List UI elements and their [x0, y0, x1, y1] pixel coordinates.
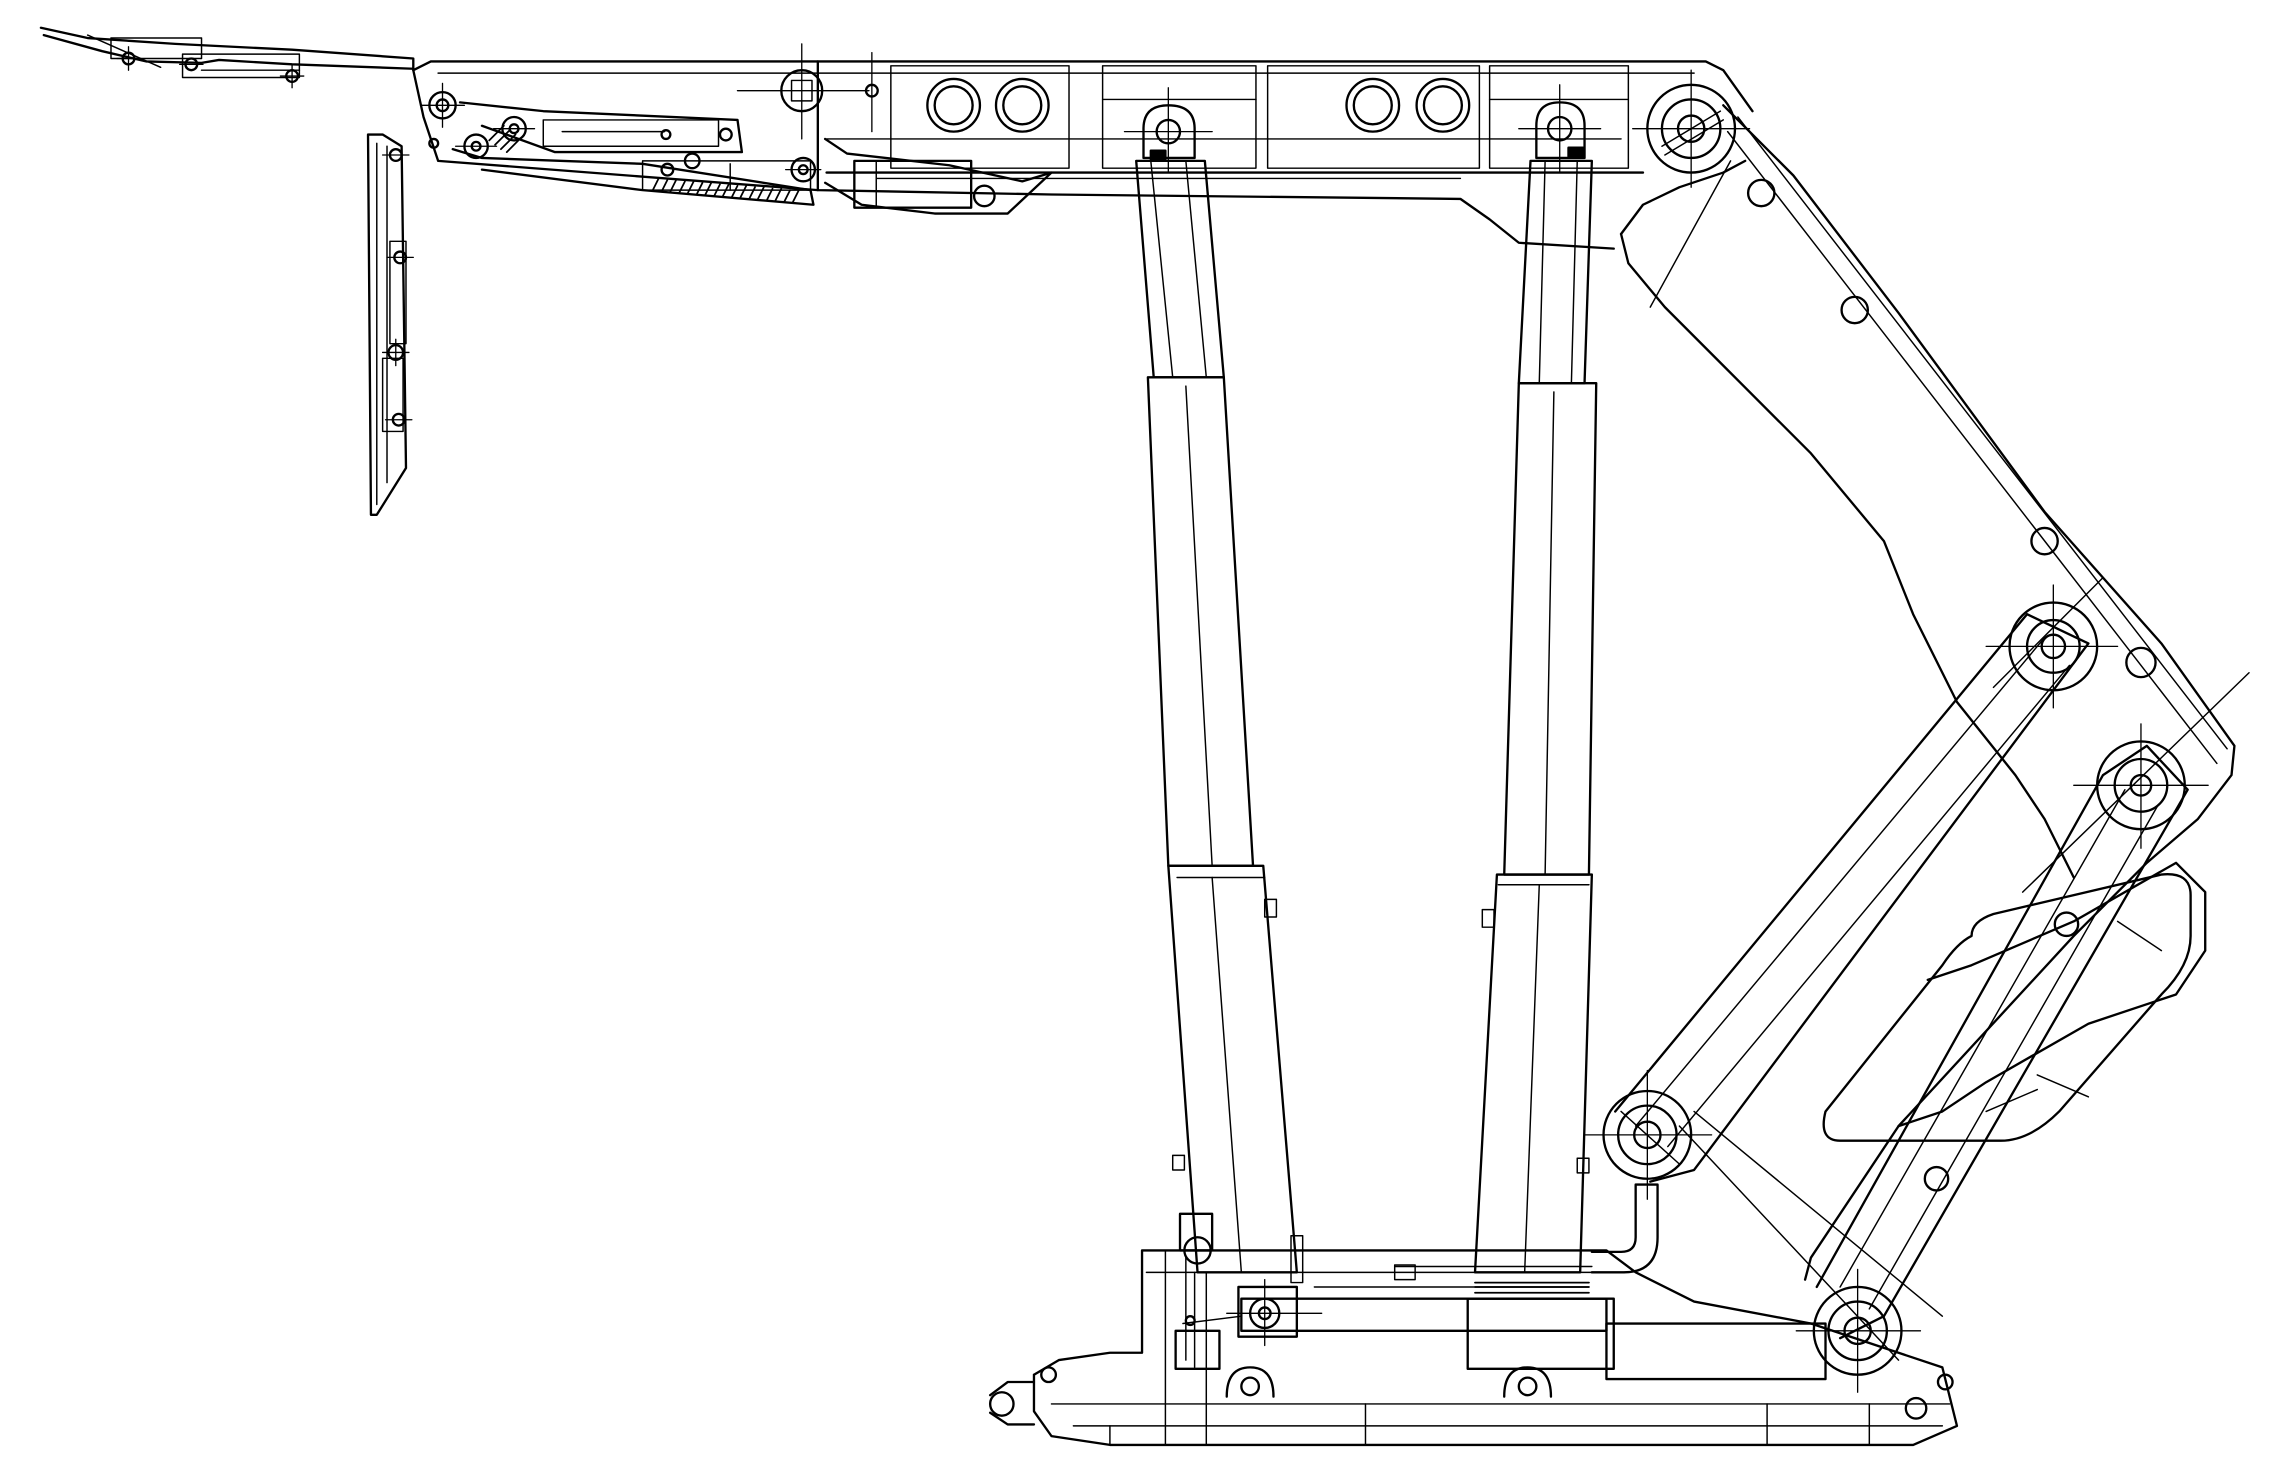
rear-link — [1815, 671, 2250, 1340]
canopy-front-pin — [736, 43, 879, 140]
front-leg-top-socket — [1123, 87, 1213, 174]
front-link — [1614, 576, 2119, 1183]
flipper-jack-hatching — [488, 124, 800, 203]
face-guard-pins — [381, 148, 414, 427]
base-outline — [1032, 1249, 1959, 1447]
flipper-hinge-pins — [116, 46, 305, 89]
base-leg-sockets — [1225, 1366, 1553, 1398]
link-base-pin-rear — [1678, 1110, 1944, 1393]
front-valve-block — [1174, 1212, 1243, 1371]
canopy-outline — [412, 60, 1754, 250]
base-lifting-eyes — [988, 1366, 1954, 1426]
side-shield-jack — [785, 137, 1053, 215]
advancing-ram — [1240, 1264, 1827, 1381]
canopy-stiffener-bays — [890, 65, 1630, 169]
front-flipper-plate — [39, 26, 415, 79]
caving-shield-pins — [1746, 178, 2157, 1192]
rear-leg-hose — [1590, 1183, 1659, 1274]
link-base-pin-front — [1583, 1069, 1713, 1200]
front-leg-cylinder — [1135, 159, 1299, 1274]
front-leg-foot — [1226, 1235, 1323, 1347]
rear-leg-cylinder — [1473, 159, 1598, 1274]
canopy-rear-hinge — [1632, 69, 1751, 188]
canopy-lightening-holes — [926, 77, 1471, 133]
face-guard-plate — [366, 133, 408, 516]
flipper-jack-pins — [419, 82, 536, 160]
advancing-ram-hatching — [1474, 1281, 1590, 1294]
rear-leg-top-socket — [1518, 84, 1602, 174]
caving-shield-lower-plate — [1822, 861, 2207, 1142]
flipper-jack-upper — [458, 101, 744, 154]
caving-shield-outline — [1619, 104, 2236, 1281]
